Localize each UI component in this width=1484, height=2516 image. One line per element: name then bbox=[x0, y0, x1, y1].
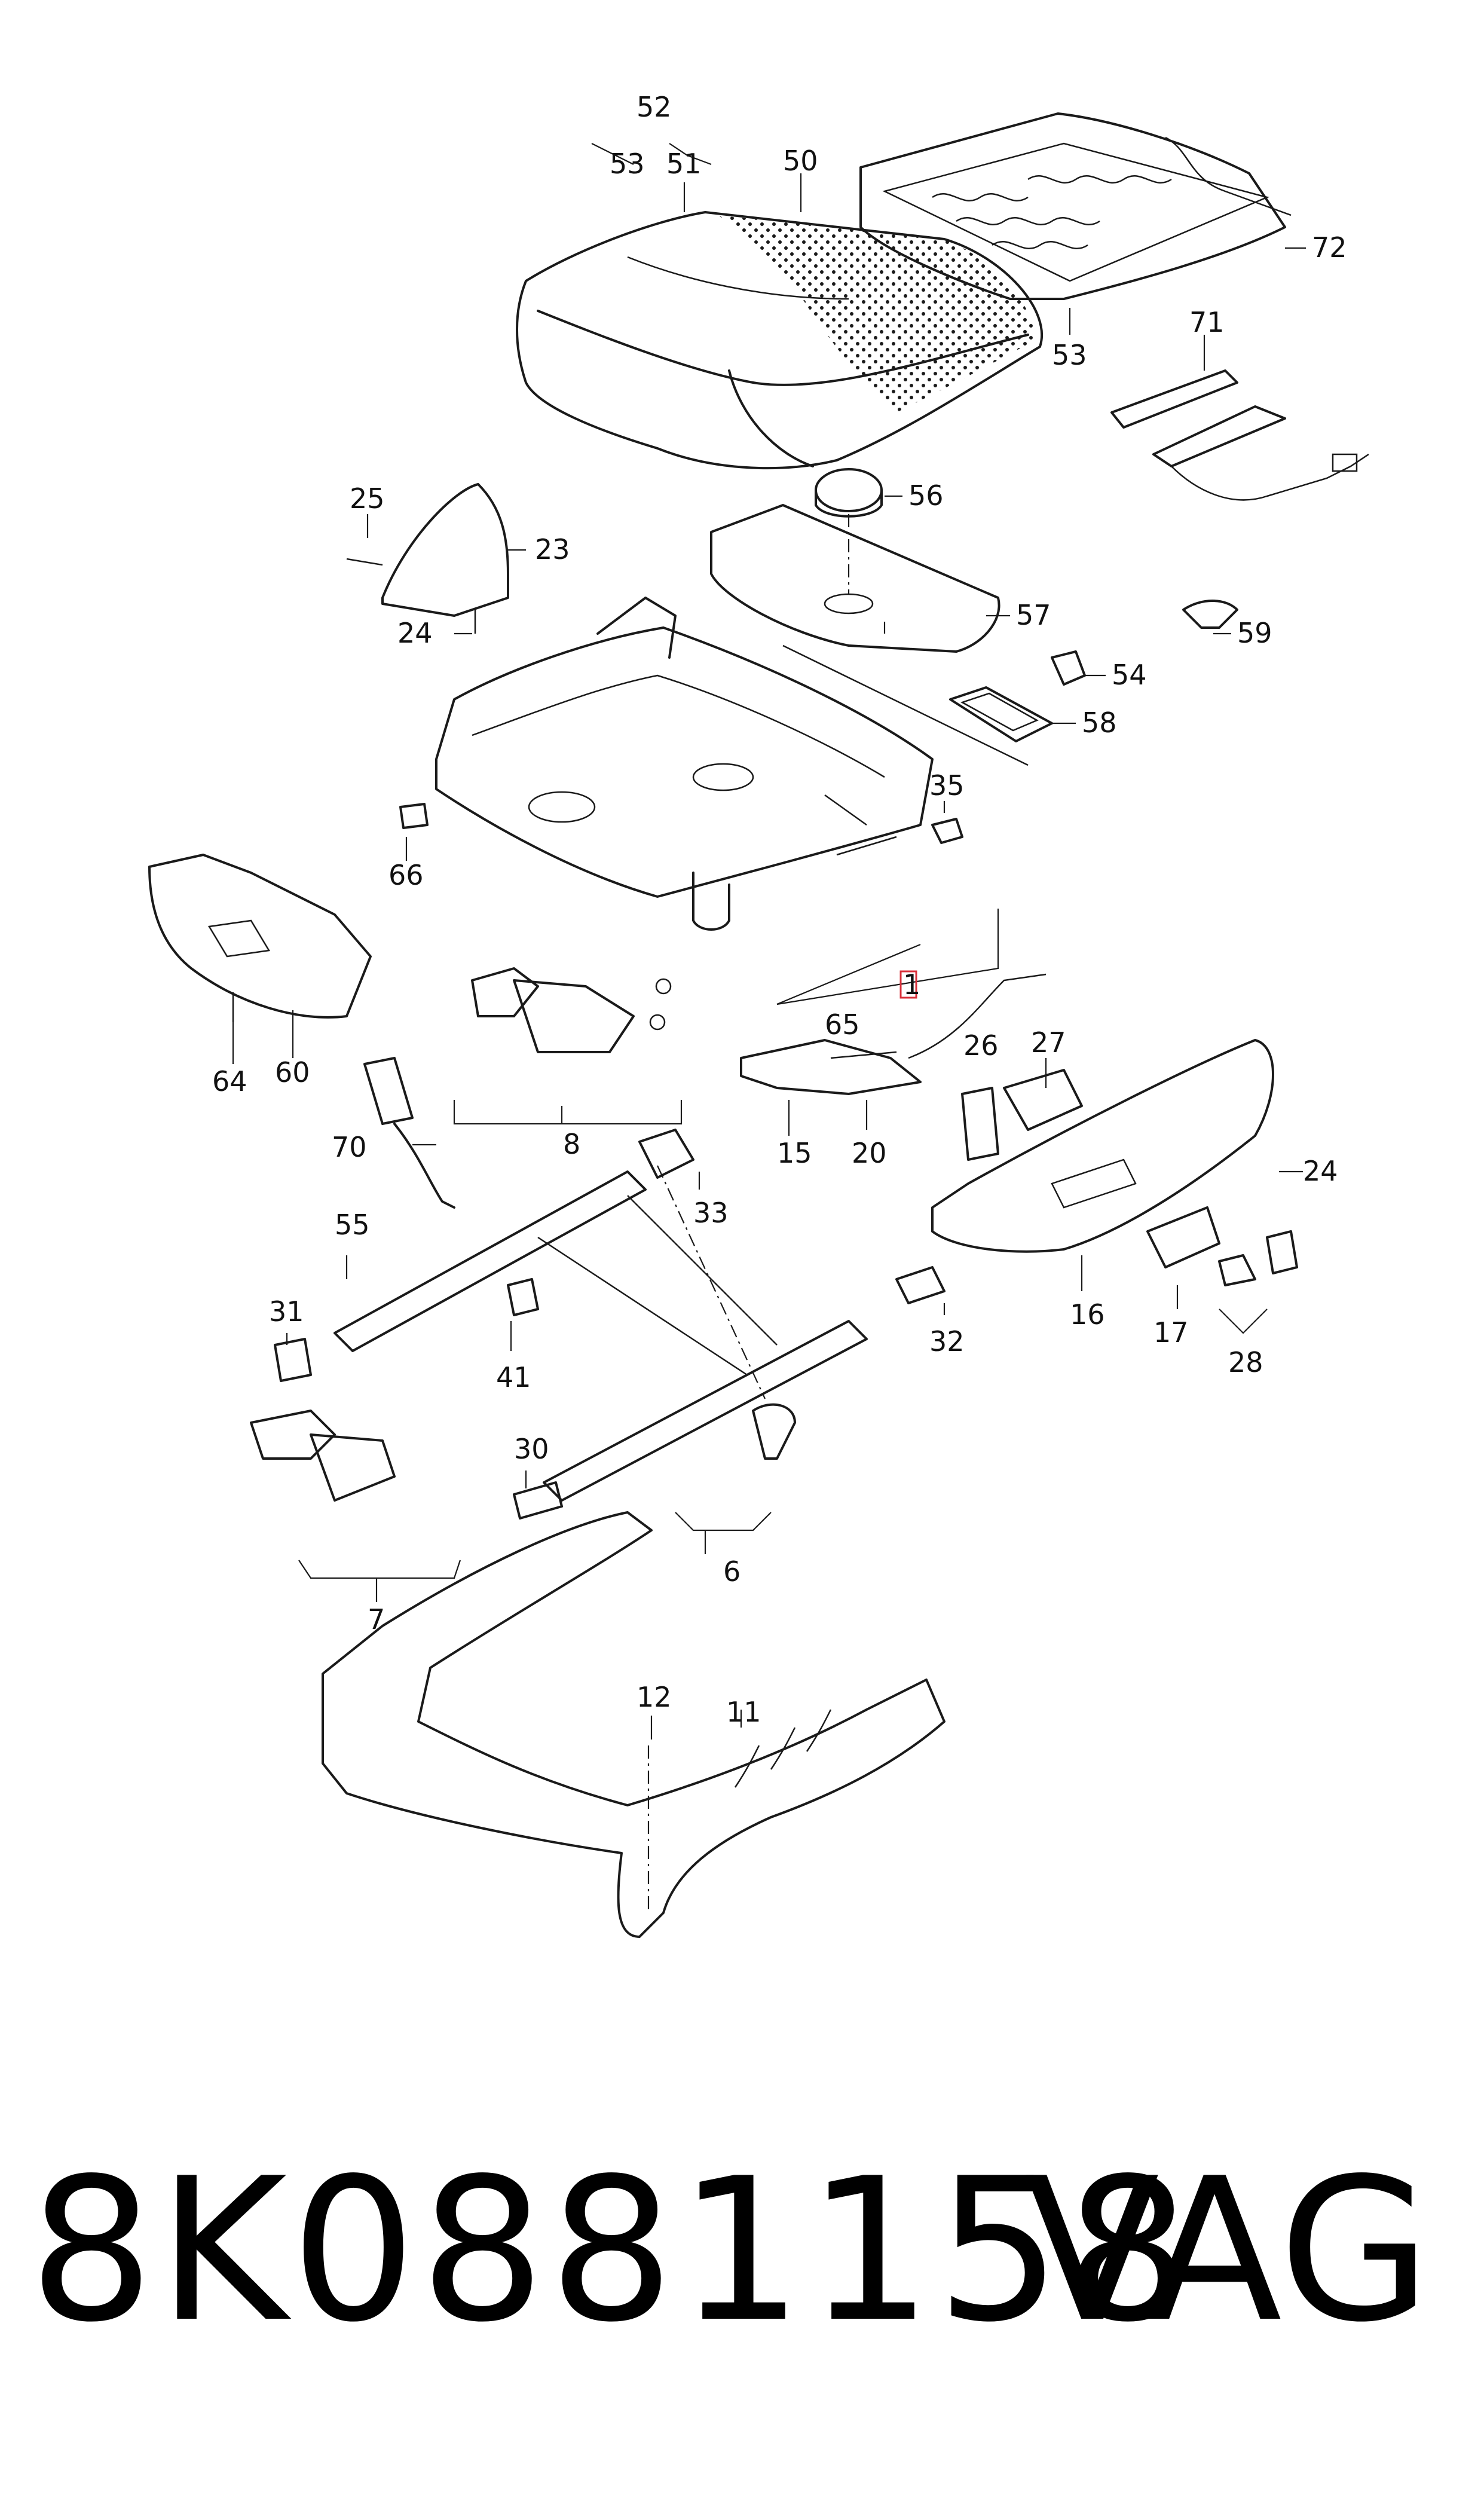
leader-lines bbox=[232, 143, 1306, 1740]
callout-65: 65 bbox=[825, 1008, 860, 1041]
callout-66: 66 bbox=[388, 859, 424, 891]
seat-pad bbox=[710, 468, 1000, 653]
callout-6: 6 bbox=[723, 1555, 741, 1588]
lower-seat-frame bbox=[322, 1511, 946, 1938]
callout-56: 56 bbox=[908, 479, 944, 512]
footer: 8K0881158 VAG bbox=[0, 2152, 1484, 2487]
callout-70: 70 bbox=[332, 1131, 367, 1163]
callout-31: 31 bbox=[269, 1295, 304, 1328]
callout-58: 58 bbox=[1082, 707, 1117, 739]
callout-labels: 52 53 51 50 72 53 71 56 25 23 24 57 59 5… bbox=[212, 91, 1347, 1728]
callout-25: 25 bbox=[350, 482, 385, 515]
right-side-trim bbox=[931, 1039, 1298, 1286]
exploded-seat-diagram: 52 53 51 50 72 53 71 56 25 23 24 57 59 5… bbox=[148, 91, 1369, 1938]
callout-53-top: 53 bbox=[610, 148, 645, 180]
callout-60: 60 bbox=[275, 1056, 310, 1089]
callout-55: 55 bbox=[335, 1209, 370, 1241]
callout-17: 17 bbox=[1153, 1316, 1189, 1349]
callout-7: 7 bbox=[368, 1603, 385, 1635]
callout-52: 52 bbox=[637, 91, 672, 123]
callout-32: 32 bbox=[929, 1325, 965, 1358]
callout-72: 72 bbox=[1312, 231, 1347, 264]
callout-59: 59 bbox=[1237, 617, 1272, 649]
callout-30: 30 bbox=[514, 1433, 549, 1465]
callout-41: 41 bbox=[496, 1361, 531, 1393]
switch-bracket bbox=[740, 973, 1083, 1161]
height-adjust-motor bbox=[471, 967, 672, 1053]
callout-8: 8 bbox=[563, 1128, 580, 1160]
callout-35: 35 bbox=[929, 769, 965, 802]
seat-cushion bbox=[516, 211, 1044, 470]
occupancy-sensor bbox=[1110, 369, 1369, 501]
callout-57: 57 bbox=[1016, 599, 1051, 631]
callout-26: 26 bbox=[963, 1029, 999, 1062]
callout-33: 33 bbox=[693, 1197, 729, 1229]
callout-15: 15 bbox=[777, 1137, 812, 1169]
callout-64: 64 bbox=[212, 1065, 247, 1097]
callout-12: 12 bbox=[637, 1681, 672, 1713]
callout-51: 51 bbox=[666, 148, 702, 180]
callout-24-right: 24 bbox=[1303, 1155, 1338, 1187]
seat-frame bbox=[435, 597, 934, 931]
callout-71: 71 bbox=[1189, 306, 1225, 338]
callout-24: 24 bbox=[397, 617, 433, 649]
part-number-label: 8K0881158 bbox=[29, 2136, 1195, 2365]
callout-1-highlight bbox=[899, 970, 917, 999]
callout-11: 11 bbox=[726, 1696, 761, 1728]
callout-54: 54 bbox=[1112, 659, 1147, 691]
seat-rails bbox=[333, 1129, 946, 1502]
side-trim-cover bbox=[346, 483, 509, 634]
callout-1: 1 bbox=[903, 968, 920, 1001]
callout-27: 27 bbox=[1031, 1026, 1066, 1059]
brand-label: VAG bbox=[1024, 2136, 1431, 2365]
callout-23: 23 bbox=[535, 533, 570, 565]
side-storage-panel bbox=[148, 854, 372, 1022]
callout-20: 20 bbox=[852, 1137, 887, 1169]
callout-28: 28 bbox=[1228, 1346, 1263, 1378]
callout-53: 53 bbox=[1052, 339, 1087, 371]
callout-16: 16 bbox=[1070, 1298, 1105, 1331]
fore-aft-motor bbox=[250, 1278, 563, 1520]
belt-buckle bbox=[363, 1057, 455, 1209]
callout-50: 50 bbox=[783, 145, 818, 177]
seat-heater-mat bbox=[859, 112, 1292, 300]
